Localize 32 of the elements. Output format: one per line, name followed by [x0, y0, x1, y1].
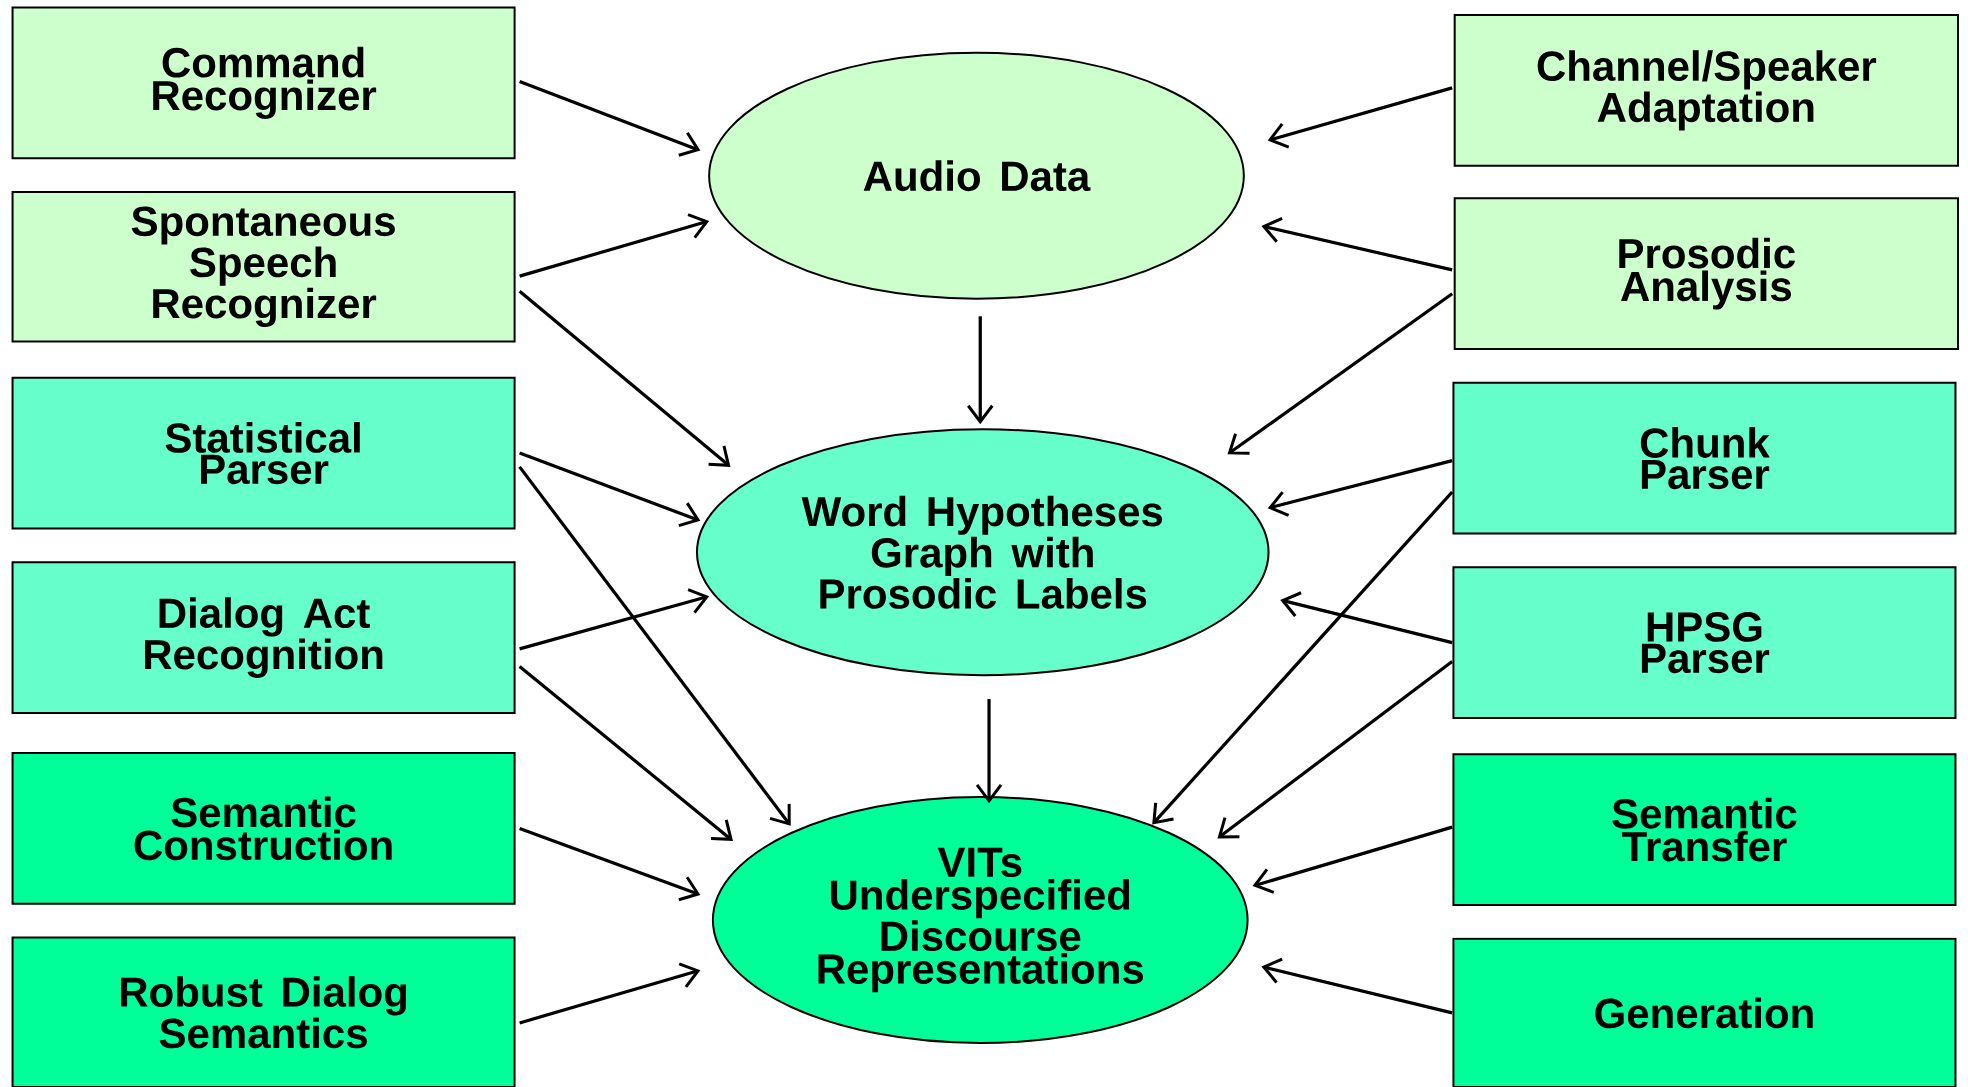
process-box: Robust Dialog Semantics: [11, 936, 516, 1087]
arrow: [1280, 591, 1453, 645]
process-box: Chunk Parser: [1452, 381, 1957, 535]
arrow: [975, 699, 1003, 804]
arrow: [519, 213, 710, 278]
process-box: Semantic Construction: [11, 752, 516, 905]
process-box: Command Recognizer: [11, 6, 516, 160]
arrow: [1227, 292, 1454, 455]
arrow: [519, 826, 701, 902]
arrow: [518, 665, 733, 841]
arrow: [519, 451, 701, 528]
arrow: [1261, 217, 1453, 272]
arrow: [1217, 660, 1454, 839]
process-box: Spontaneous Speech Recognizer: [11, 191, 516, 343]
arrow: [518, 289, 731, 467]
process-box: Dialog Act Recognition: [11, 561, 516, 714]
arrow: [519, 588, 710, 651]
process-box: Statistical Parser: [11, 376, 516, 530]
process-box: Semantic Transfer: [1452, 753, 1957, 906]
arrow: [1267, 459, 1453, 517]
process-box: Prosodic Analysis: [1453, 197, 1959, 350]
arrow: [519, 962, 701, 1025]
process-box: Generation: [1452, 937, 1957, 1087]
arrow: [518, 465, 791, 826]
arrow: [1152, 490, 1454, 825]
arrow: [1261, 957, 1453, 1015]
arrow: [1252, 825, 1453, 894]
process-box: Channel/Speaker Adaptation: [1453, 14, 1959, 167]
arrow: [1267, 86, 1453, 149]
arrow: [519, 80, 701, 157]
process-box: HPSG Parser: [1452, 566, 1957, 719]
arrow: [967, 316, 994, 425]
